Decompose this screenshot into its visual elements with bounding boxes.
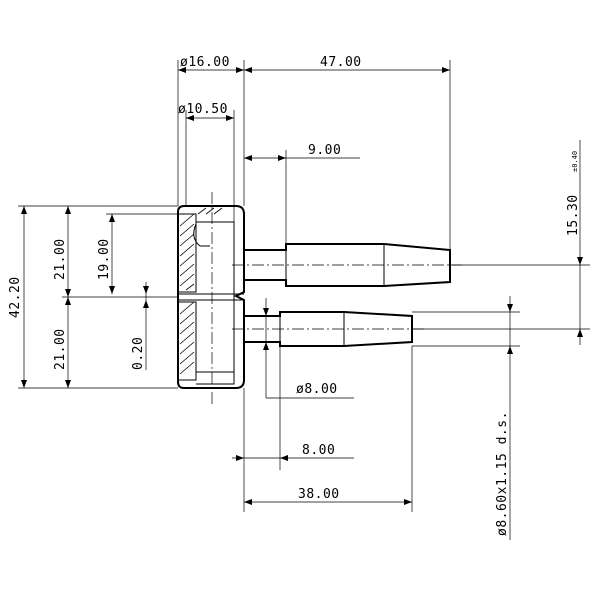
dim-total-42-2: 42.20 <box>8 205 178 389</box>
dim-len-38: 38.00 <box>244 346 413 512</box>
hatched-wall-upper <box>178 213 197 293</box>
dim-dia-16: ø16.00 <box>177 55 245 206</box>
label-dia-16: ø16.00 <box>180 55 230 70</box>
hatched-wall-lower <box>178 301 197 381</box>
dim-height-19: 19.00 <box>97 213 178 294</box>
label-height-15-3: 15.30 <box>566 194 581 236</box>
dim-len-47: 47.00 <box>244 55 451 250</box>
hinge-body <box>177 205 245 389</box>
label-total-42-2: 42.20 <box>8 276 23 318</box>
dim-height-15-3: 15.30 ±0.40 <box>412 140 590 345</box>
label-len-9: 9.00 <box>308 143 341 158</box>
label-dia-10-5: ø10.50 <box>178 102 228 117</box>
label-lower-21: 21.00 <box>53 328 68 370</box>
label-len-38: 38.00 <box>298 487 340 502</box>
dim-gap-0-2: 0.20 <box>131 282 149 370</box>
dim-dia-8: ø8.00 <box>263 298 354 399</box>
label-thread: ø8.60x1.15 d.s. <box>495 411 510 536</box>
label-gap-0-2: 0.20 <box>131 337 146 370</box>
label-dia-8: ø8.00 <box>296 382 338 397</box>
lower-pin <box>232 311 424 347</box>
dim-dia-10-5: ø10.50 <box>178 102 235 222</box>
label-upper-21: 21.00 <box>53 238 68 280</box>
label-len-47: 47.00 <box>320 55 362 70</box>
upper-pin <box>232 243 462 287</box>
label-tol-15-3: ±0.40 <box>571 151 579 172</box>
dim-lower-21: 21.00 <box>53 297 71 388</box>
dim-len-8: 8.00 <box>232 346 354 512</box>
dim-thread: ø8.60x1.15 d.s. <box>412 296 520 540</box>
label-height-19: 19.00 <box>97 238 112 280</box>
dim-upper-21: 21.00 <box>53 206 178 298</box>
hatched-top-cap <box>197 207 223 215</box>
label-len-8: 8.00 <box>302 443 335 458</box>
dim-len-9: 9.00 <box>244 143 360 244</box>
